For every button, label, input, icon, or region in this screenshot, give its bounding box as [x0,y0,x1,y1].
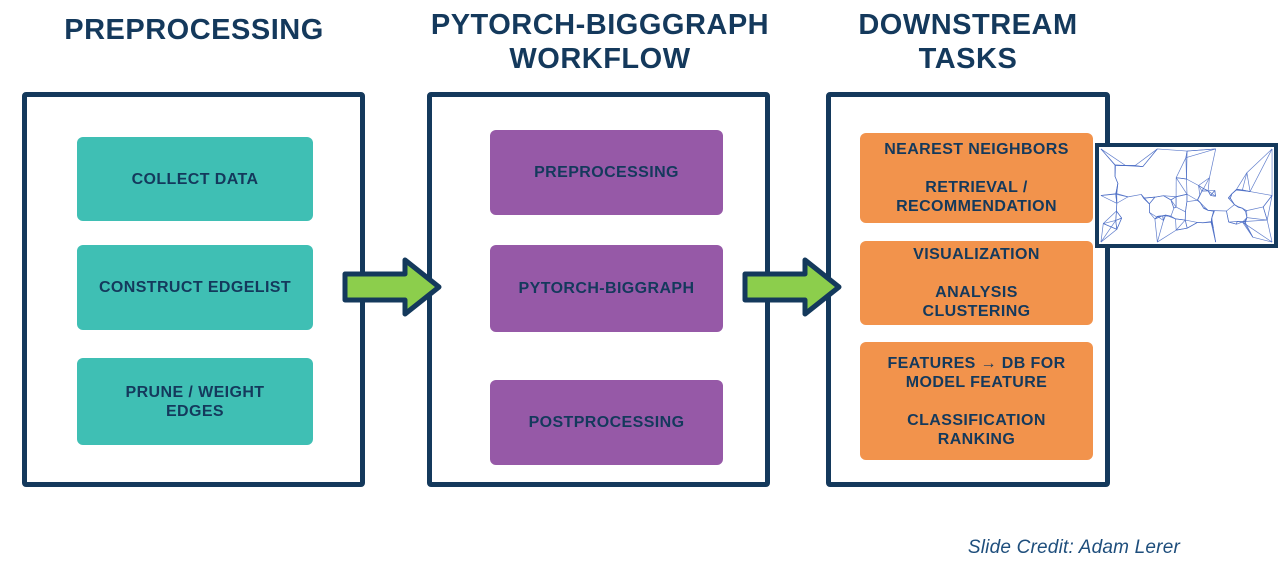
column-title-pytorch-biggraph-workflow: PYTORCH-BIGGGRAPH WORKFLOW [430,9,770,75]
flow-box-construct-edgelist: CONSTRUCT EDGELIST [77,245,313,330]
flow-box-pytorch-biggraph: PYTORCH-BIGGRAPH [490,245,723,332]
flow-box-collect-data: COLLECT DATA [77,137,313,221]
column-title-preprocessing: PREPROCESSING [64,14,324,46]
right-arrow-icon [342,257,442,317]
flow-box-prune-weight-edges: PRUNE / WEIGHT EDGES [77,358,313,445]
flow-box-postprocessing: POSTPROCESSING [490,380,723,465]
right-arrow-icon [742,257,842,317]
flow-box-features-db: FEATURES → DB FOR MODEL FEATURE CLASSIFI… [860,342,1093,460]
column-title-downstream-tasks: DOWNSTREAM TASKS [858,9,1078,75]
flow-box-nearest-neighbors: NEAREST NEIGHBORS RETRIEVAL / RECOMMENDA… [860,133,1093,223]
faiss-voronoi-image [1095,143,1278,248]
workflow-column-box: PREPROCESSING PYTORCH-BIGGRAPH POSTPROCE… [427,92,770,487]
preprocessing-column-box: COLLECT DATA CONSTRUCT EDGELIST PRUNE / … [22,92,365,487]
flow-box-visualization: VISUALIZATION ANALYSIS CLUSTERING [860,241,1093,325]
flow-box-preprocessing: PREPROCESSING [490,130,723,215]
slide-credit-text: Slide Credit: Adam Lerer [967,537,1180,558]
downstream-column-box: NEAREST NEIGHBORS RETRIEVAL / RECOMMENDA… [826,92,1110,487]
